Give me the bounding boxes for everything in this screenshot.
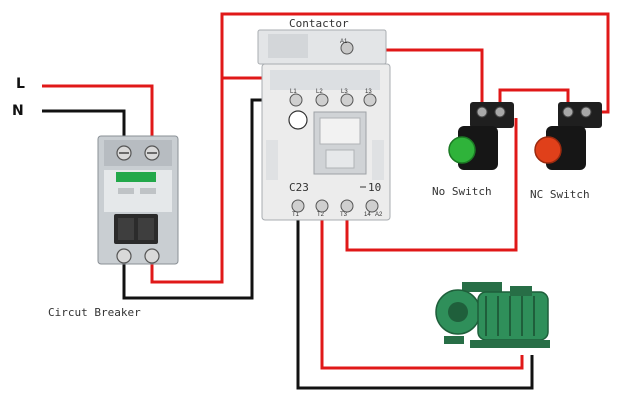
contactor-terminal-l3	[340, 93, 354, 107]
terminal-tag-14: 14	[364, 212, 371, 218]
label-neutral: N	[12, 103, 24, 119]
coil-tag-a2: A2	[375, 212, 383, 218]
label-circuit-breaker: Circut Breaker	[48, 306, 141, 319]
nc-button-red[interactable]	[534, 136, 562, 164]
terminal-tag-t2: T2	[317, 212, 325, 218]
wire-motor-red	[320, 212, 524, 370]
contactor-terminal-t3	[340, 199, 354, 213]
contactor-brand-logo	[288, 110, 308, 130]
pump-motor	[435, 282, 550, 348]
terminal-tag-l3: L3	[341, 89, 348, 95]
breaker-screw-line-bottom	[144, 248, 160, 264]
contactor-terminal-l1	[289, 93, 303, 107]
breaker-screw-neutral-bottom	[116, 248, 132, 264]
breaker-brand-label	[116, 172, 156, 182]
wire-no-switch-return	[345, 118, 518, 252]
terminal-tag-t1: T1	[292, 212, 300, 218]
circuit-breaker	[97, 135, 179, 265]
contactor-terminal-t1	[291, 199, 305, 213]
nc-switch	[534, 102, 602, 170]
coil-tag-a1: A1	[340, 39, 348, 45]
contactor-terminal-13	[363, 93, 377, 107]
contactor-terminal-l2	[315, 93, 329, 107]
wire-breaker-to-contactor-red	[150, 12, 610, 284]
contactor-model: C23	[289, 181, 309, 194]
label-line: L	[16, 76, 25, 92]
contactor-terminal-t2	[315, 199, 329, 213]
no-switch	[448, 102, 514, 170]
contactor-aux-rating: 10	[368, 181, 381, 194]
label-contactor: Contactor	[289, 17, 349, 30]
label-no-switch: No Switch	[432, 185, 492, 198]
terminal-tag-13: 13	[365, 89, 372, 95]
terminal-tag-l1: L1	[290, 89, 297, 95]
terminal-tag-t3: T3	[340, 212, 348, 218]
contactor-terminal-14	[365, 199, 379, 213]
contactor: L1 L2 L3 13 A1 C23 10 T1 T2 T3 14 A2	[257, 29, 391, 221]
terminal-tag-l2: L2	[316, 89, 323, 95]
label-nc-switch: NC Switch	[530, 188, 590, 201]
no-button-green[interactable]	[448, 136, 476, 164]
wire-no-to-nc-bridge	[498, 88, 570, 112]
wire-line-input	[42, 84, 154, 150]
wire-motor-black	[296, 212, 534, 390]
